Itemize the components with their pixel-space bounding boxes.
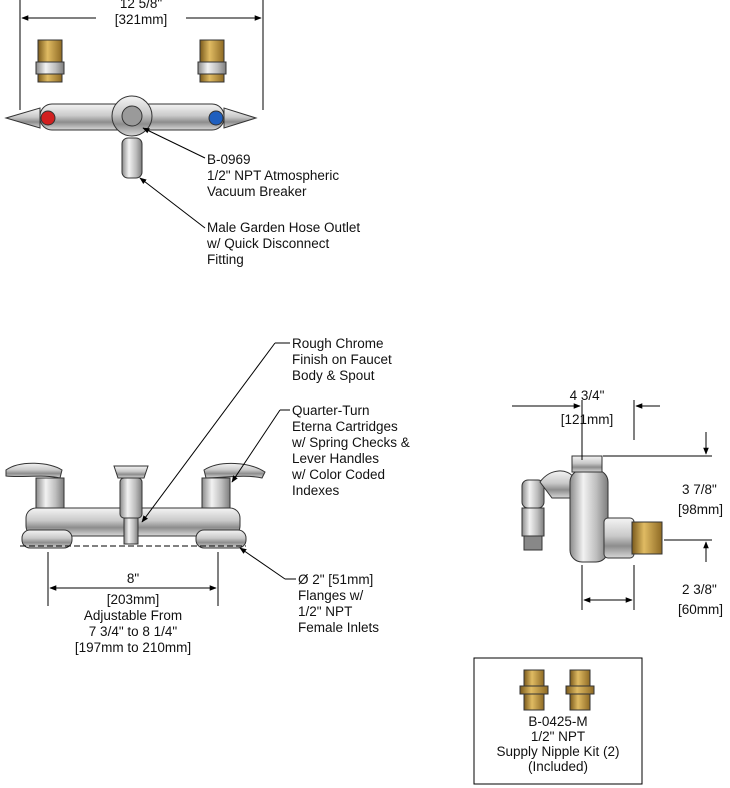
callout-line: Lever Handles bbox=[292, 451, 380, 466]
top-view-leaders bbox=[139, 127, 206, 229]
callout-line: 1/2" NPT bbox=[298, 604, 353, 619]
center-dim-value: 8" bbox=[126, 571, 140, 586]
cartridge-callout: Quarter-Turn Eterna Cartridges w/ Spring… bbox=[292, 403, 410, 499]
callout-line: Fitting bbox=[207, 252, 244, 267]
height-lower-mm: [60mm] bbox=[678, 602, 724, 617]
callout-line: Body & Spout bbox=[292, 368, 375, 383]
center-dim-note: [197mm to 210mm] bbox=[74, 640, 192, 655]
callout-line: Vacuum Breaker bbox=[207, 184, 307, 199]
height-lower-label: 2 3/8" bbox=[682, 582, 717, 597]
callout-line: Flanges w/ bbox=[298, 588, 364, 603]
kit-line: (Included) bbox=[527, 759, 589, 774]
height-upper-mm: [98mm] bbox=[678, 502, 724, 517]
callout-line: Rough Chrome bbox=[292, 336, 384, 351]
kit-box-border bbox=[473, 657, 643, 785]
kit-label: B-0425-M 1/2" NPT Supply Nipple Kit (2) … bbox=[476, 714, 640, 774]
hose-outlet-callout: Male Garden Hose Outlet w/ Quick Disconn… bbox=[207, 220, 360, 268]
flange-callout: Ø 2" [51mm] Flanges w/ 1/2" NPT Female I… bbox=[298, 572, 379, 636]
kit-line: 1/2" NPT bbox=[530, 729, 586, 744]
callout-line: Quarter-Turn bbox=[292, 403, 370, 418]
callout-line: B-0969 bbox=[207, 152, 251, 167]
kit-line: Supply Nipple Kit (2) bbox=[496, 744, 620, 759]
callout-line: w/ Spring Checks & bbox=[292, 435, 410, 450]
overall-width-mm: [321mm] bbox=[114, 12, 168, 27]
callout-line: Eterna Cartridges bbox=[292, 419, 398, 434]
vacuum-breaker-callout: B-0969 1/2" NPT Atmospheric Vacuum Break… bbox=[207, 152, 339, 200]
callout-line: Ø 2" [51mm] bbox=[298, 572, 374, 587]
front-view-leaders bbox=[141, 342, 296, 580]
depth-label: 4 3/4" bbox=[569, 388, 605, 403]
center-dim-note: 7 3/4" to 8 1/4" bbox=[88, 624, 178, 639]
side-view-dimensions bbox=[512, 400, 712, 610]
center-dimension: 8" [203mm] Adjustable From 7 3/4" to 8 1… bbox=[58, 571, 208, 656]
height-upper-label: 3 7/8" bbox=[682, 482, 717, 497]
overall-width-label: 12 5/8" bbox=[119, 0, 163, 11]
front-view-faucet bbox=[5, 462, 266, 549]
kit-line: B-0425-M bbox=[528, 714, 588, 729]
supply-nipples bbox=[519, 669, 595, 711]
front-view-dimensions bbox=[20, 545, 246, 606]
callout-line: w/ Color Coded bbox=[292, 467, 386, 482]
callout-line: Female Inlets bbox=[298, 620, 380, 635]
callout-line: Male Garden Hose Outlet bbox=[207, 220, 361, 235]
side-view-faucet bbox=[521, 455, 663, 563]
callout-line: w/ Quick Disconnect bbox=[207, 236, 330, 251]
top-view-faucet bbox=[4, 0, 264, 179]
callout-line: Indexes bbox=[292, 483, 340, 498]
callout-line: Finish on Faucet bbox=[292, 352, 392, 367]
finish-callout: Rough Chrome Finish on Faucet Body & Spo… bbox=[292, 336, 392, 384]
center-dim-mm: [203mm] bbox=[106, 592, 160, 607]
center-dim-note: Adjustable From bbox=[83, 608, 183, 623]
depth-mm: [121mm] bbox=[560, 412, 614, 427]
callout-line: 1/2" NPT Atmospheric bbox=[207, 168, 340, 183]
